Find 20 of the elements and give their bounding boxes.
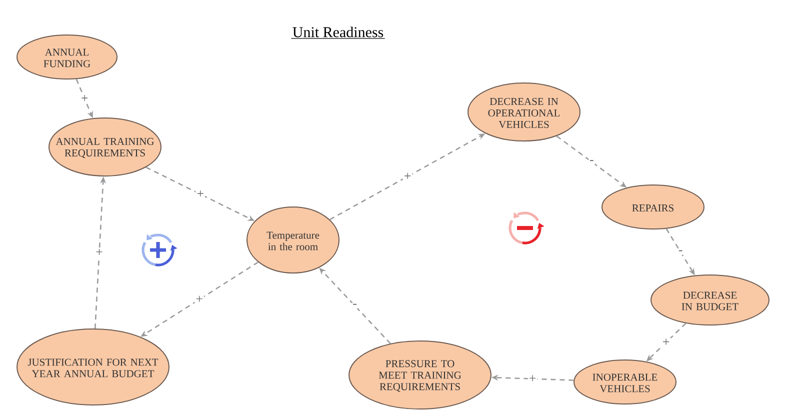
title: Unit Readiness xyxy=(290,26,386,39)
ellipse-node: REPAIRS xyxy=(602,184,704,230)
ellipse-node: JUSTIFICATION FOR NEXT YEAR ANNUAL BUDGET xyxy=(16,328,170,406)
edge-label: + xyxy=(661,338,671,348)
ellipse-node: PRESSURE TO MEET TRAINING REQUIREMENTS xyxy=(348,340,492,410)
ellipse-node: INOPERABLE VEHICLES xyxy=(574,360,676,404)
edge-label: + xyxy=(528,374,538,384)
ellipse-node: DECREASE IN OPERATIONAL VEHICLES xyxy=(468,82,580,142)
edge-label: - xyxy=(352,302,358,308)
edge-label: + xyxy=(80,94,90,104)
edge-label: + xyxy=(196,189,206,199)
ellipse-node: Temperature in the room xyxy=(246,206,340,274)
ellipse-node: DECREASE IN BUDGET xyxy=(650,274,770,326)
edge-label: + xyxy=(402,172,412,182)
ellipse-node: ANNUAL TRAINING REQUIREMENTS xyxy=(48,118,162,176)
edge-label: - xyxy=(588,159,595,165)
edge-label: - xyxy=(677,249,684,255)
edge-label: + xyxy=(194,294,204,304)
ellipse-node: ANNUAL FUNDING xyxy=(16,34,118,80)
edge-label: + xyxy=(94,248,104,258)
